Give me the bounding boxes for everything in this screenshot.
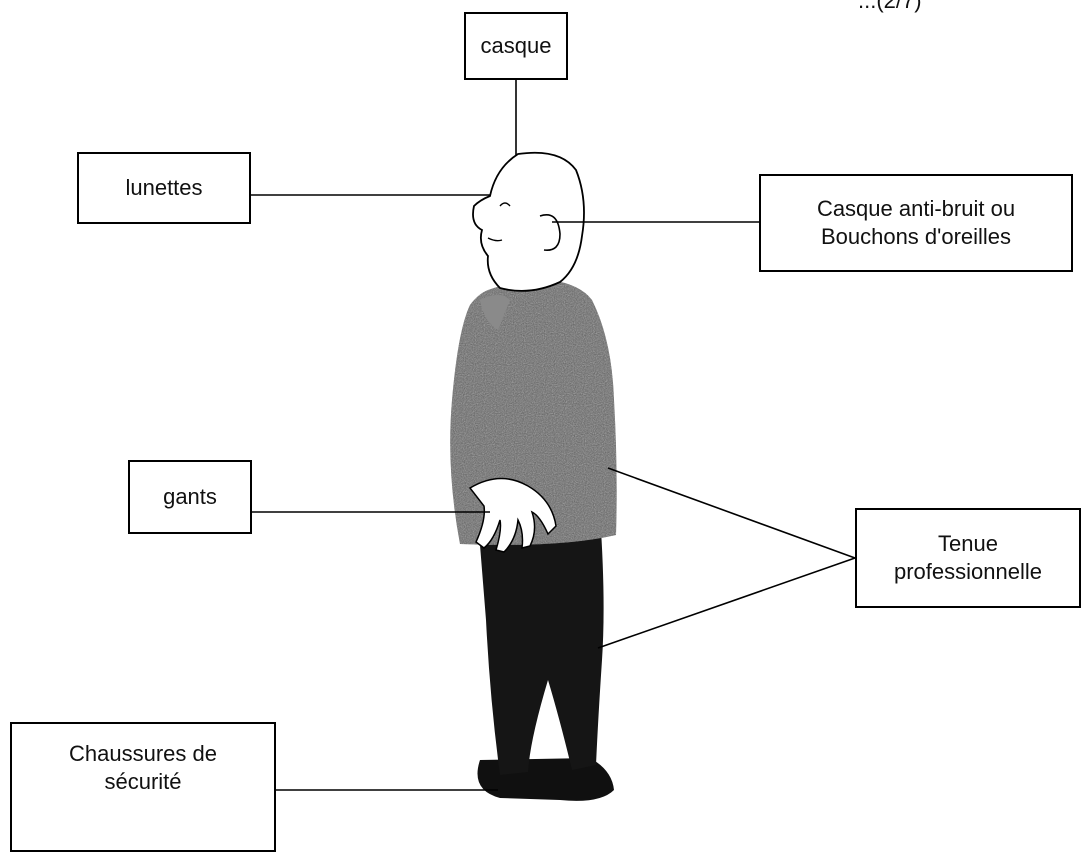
label-tenue-professionnelle: Tenue professionnelle bbox=[855, 508, 1081, 608]
label-lunettes-text: lunettes bbox=[125, 175, 203, 200]
label-casque: casque bbox=[464, 12, 568, 80]
label-antibruit-line2: Bouchons d'oreilles bbox=[820, 224, 1012, 249]
collar bbox=[480, 295, 510, 330]
connector-tenue-trousers bbox=[597, 557, 856, 649]
ear bbox=[539, 214, 561, 251]
label-gants: gants bbox=[128, 460, 252, 534]
head bbox=[472, 151, 585, 292]
label-tenue-line1: Tenue bbox=[938, 531, 998, 556]
label-antibruit-line1: Casque anti-bruit ou bbox=[816, 196, 1016, 221]
hand bbox=[468, 477, 557, 553]
label-casque-text: casque bbox=[480, 33, 552, 58]
label-tenue-line2: professionnelle bbox=[894, 559, 1042, 584]
label-chaussures-securite: Chaussures de sécurité bbox=[10, 722, 276, 852]
page-header-fragment: ...(2/7) bbox=[858, 0, 922, 13]
label-chaussures-line1: Chaussures de bbox=[69, 741, 217, 766]
label-chaussures-line2: sécurité bbox=[104, 769, 182, 794]
label-casque-antibruit: Casque anti-bruit ou Bouchons d'oreilles bbox=[759, 174, 1073, 272]
label-lunettes: lunettes bbox=[77, 152, 251, 224]
label-gants-text: gants bbox=[163, 484, 217, 509]
connector-tenue-jacket bbox=[607, 467, 856, 559]
trousers bbox=[478, 515, 604, 775]
